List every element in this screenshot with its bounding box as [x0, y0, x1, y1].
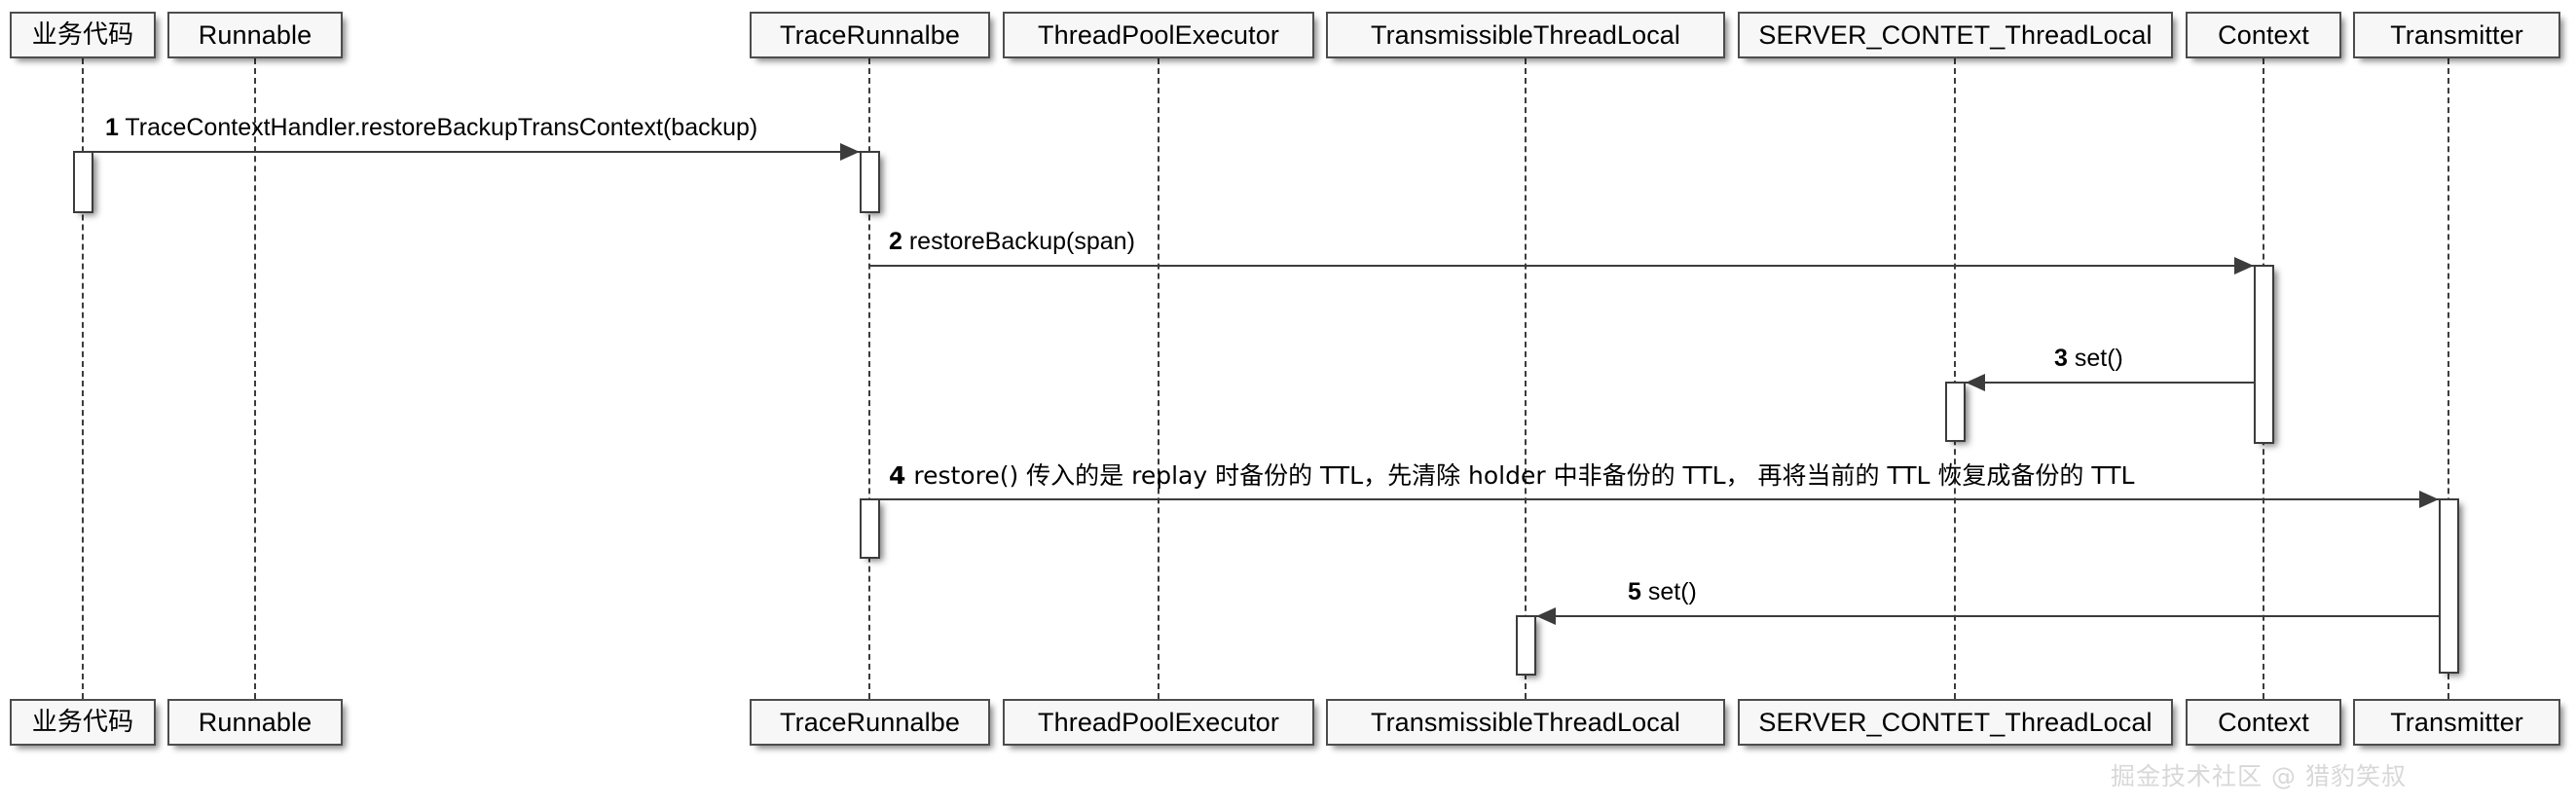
participant-top-transmitter: Transmitter	[2353, 12, 2560, 58]
participant-label: SERVER_CONTET_ThreadLocal	[1758, 707, 2153, 737]
participant-top-runnable: Runnable	[167, 12, 343, 58]
participant-label: Transmitter	[2390, 707, 2523, 737]
arrow-head-right-icon	[2234, 257, 2254, 275]
lifeline-server-contet	[1954, 58, 1956, 699]
message-text: set()	[2074, 345, 2123, 372]
lifeline-transmitter	[2447, 58, 2449, 699]
message-seq-number: 1	[105, 114, 119, 141]
participant-label: 业务代码	[31, 708, 134, 737]
activation-bar-context	[2254, 265, 2274, 444]
message-line-3	[1966, 382, 2254, 384]
message-label-3: 3 set()	[2054, 347, 2123, 371]
arrow-head-left-icon	[1966, 374, 1985, 391]
lifeline-trace-runnalbe	[868, 58, 870, 699]
message-line-4	[869, 498, 2439, 500]
message-seq-number: 5	[1628, 578, 1641, 605]
message-label-2: 2 restoreBackup(span)	[889, 230, 1135, 254]
participant-label: Transmitter	[2390, 19, 2523, 50]
participant-label: TraceRunnalbe	[780, 19, 960, 50]
message-label-5: 5 set()	[1628, 580, 1697, 604]
participant-label: TraceRunnalbe	[780, 707, 960, 737]
participant-label: Runnable	[198, 19, 313, 50]
message-line-5	[1536, 615, 2439, 617]
message-seq-number: 3	[2054, 345, 2068, 372]
message-label-1: 1 TraceContextHandler.restoreBackupTrans…	[105, 116, 757, 140]
activation-bar-server-contet	[1945, 382, 1966, 442]
participant-bottom-context: Context	[2186, 699, 2341, 746]
lifeline-runnable	[254, 58, 256, 699]
participant-label: Context	[2218, 19, 2309, 50]
participant-bottom-business-code: 业务代码	[10, 699, 156, 746]
message-text: restoreBackup(span)	[908, 228, 1135, 255]
message-text: restore() 传入的是 replay 时备份的 TTL，先清除 holde…	[913, 461, 2135, 490]
lifeline-business-code	[82, 58, 84, 699]
lifeline-thread-pool	[1158, 58, 1159, 699]
message-line-2	[869, 265, 2254, 267]
activation-bar-trace-runnalbe	[860, 498, 880, 559]
message-line-1	[83, 151, 860, 153]
participant-label: TransmissibleThreadLocal	[1370, 19, 1681, 50]
participant-label: SERVER_CONTET_ThreadLocal	[1758, 19, 2153, 50]
arrow-head-right-icon	[840, 143, 860, 161]
participant-top-thread-pool: ThreadPoolExecutor	[1003, 12, 1314, 58]
participant-bottom-thread-pool: ThreadPoolExecutor	[1003, 699, 1314, 746]
participant-top-context: Context	[2186, 12, 2341, 58]
participant-top-ttl: TransmissibleThreadLocal	[1326, 12, 1725, 58]
lifeline-ttl	[1525, 58, 1527, 699]
participant-bottom-server-contet: SERVER_CONTET_ThreadLocal	[1738, 699, 2173, 746]
participant-label: ThreadPoolExecutor	[1038, 707, 1279, 737]
participant-label: 业务代码	[31, 20, 134, 50]
message-text: set()	[1647, 578, 1697, 605]
participant-top-business-code: 业务代码	[10, 12, 156, 58]
watermark-text: 掘金技术社区 @ 猎豹笑叔	[2111, 762, 2407, 790]
participant-bottom-ttl: TransmissibleThreadLocal	[1326, 699, 1725, 746]
message-seq-number: 2	[889, 228, 902, 255]
activation-bar-ttl	[1516, 615, 1536, 676]
participant-top-trace-runnalbe: TraceRunnalbe	[750, 12, 990, 58]
participant-label: Context	[2218, 707, 2309, 737]
participant-label: Runnable	[198, 707, 313, 737]
participant-top-server-contet: SERVER_CONTET_ThreadLocal	[1738, 12, 2173, 58]
participant-bottom-runnable: Runnable	[167, 699, 343, 746]
participant-label: TransmissibleThreadLocal	[1370, 707, 1681, 737]
activation-bar-transmitter	[2439, 498, 2459, 674]
participant-bottom-trace-runnalbe: TraceRunnalbe	[750, 699, 990, 746]
arrow-head-right-icon	[2419, 491, 2439, 508]
message-seq-number: 4	[889, 461, 906, 490]
message-label-4: 4 restore() 传入的是 replay 时备份的 TTL，先清除 hol…	[889, 463, 2134, 488]
message-text: TraceContextHandler.restoreBackupTransCo…	[125, 114, 758, 141]
participant-label: ThreadPoolExecutor	[1038, 19, 1279, 50]
arrow-head-left-icon	[1536, 607, 1556, 625]
participant-bottom-transmitter: Transmitter	[2353, 699, 2560, 746]
activation-bar-trace-runnalbe	[860, 151, 880, 213]
activation-bar-business-code	[73, 151, 93, 213]
